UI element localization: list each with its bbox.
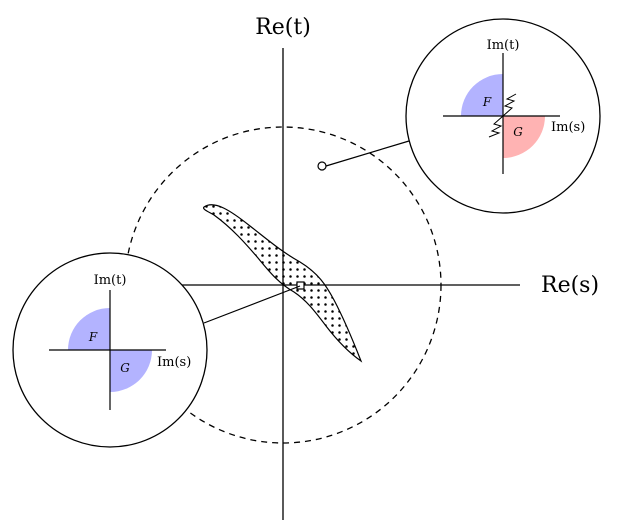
zigzag-cut-upper xyxy=(502,93,517,117)
quadrant-label-g: G xyxy=(513,125,523,139)
connector-top-right xyxy=(325,140,410,167)
inset-label-im-t: Im(t) xyxy=(94,273,127,288)
marker-square xyxy=(296,281,305,290)
axis-label-re-t: Re(t) xyxy=(255,15,311,40)
axis-label-re-s: Re(s) xyxy=(541,273,599,298)
quadrant-upper-left xyxy=(68,308,110,350)
inset-label-im-s: Im(s) xyxy=(157,355,191,370)
quadrant-lower-right xyxy=(110,350,152,392)
zigzag-cut-lower xyxy=(488,115,504,138)
inset-bottom-left: Im(t) Im(s) F G xyxy=(12,252,208,448)
inset-top-right: Im(t) Im(s) F G xyxy=(405,18,601,214)
marker-point xyxy=(317,161,327,171)
dotted-region xyxy=(202,204,363,363)
quadrant-label-g: G xyxy=(120,361,130,375)
inset-label-im-t: Im(t) xyxy=(487,38,520,53)
quadrant-label-f: F xyxy=(482,95,492,109)
quadrant-label-f: F xyxy=(88,330,98,344)
quadrant-lower-right xyxy=(503,116,545,158)
inset-label-im-s: Im(s) xyxy=(551,120,585,135)
connector-bottom-left xyxy=(203,285,301,324)
quadrant-upper-left xyxy=(461,74,503,116)
